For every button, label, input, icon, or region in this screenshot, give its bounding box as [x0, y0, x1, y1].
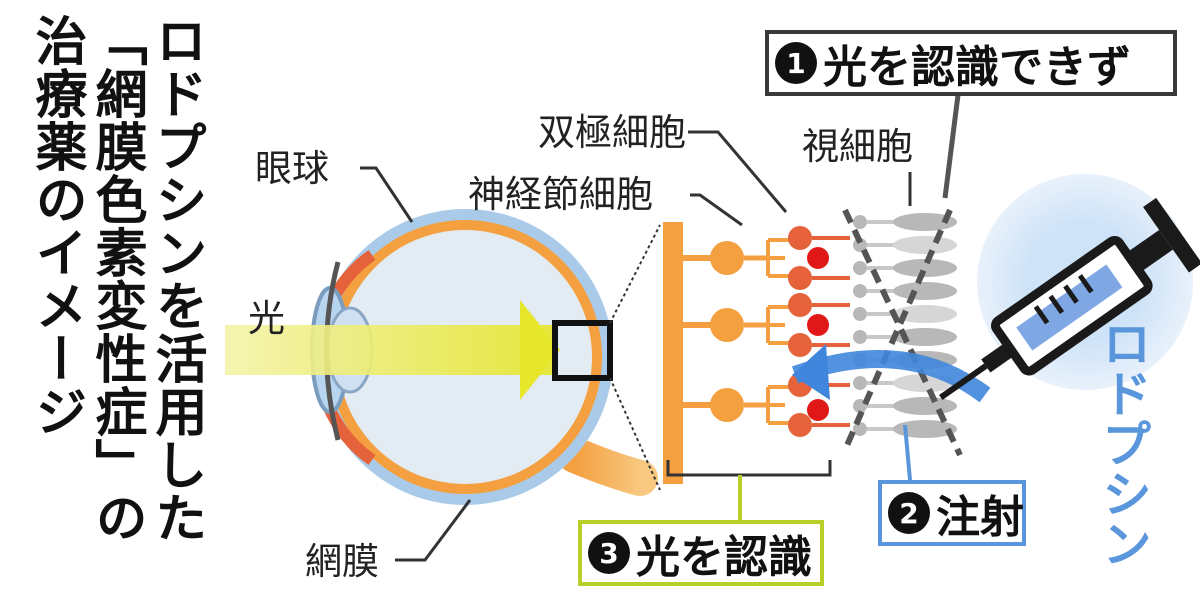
ganglion-cell — [710, 308, 744, 342]
photoreceptor-outer-segment — [893, 420, 957, 438]
bipolar-cell — [788, 266, 812, 290]
step-2-text: 注射 — [936, 492, 1024, 543]
leader-eyeball — [360, 166, 414, 223]
photoreceptor-outer-segment — [893, 305, 957, 323]
photoreceptor-nucleus — [853, 376, 867, 390]
step-number-icon: 2 — [888, 492, 930, 534]
photoreceptor-nucleus — [853, 330, 867, 344]
cross-line-1 — [842, 208, 963, 457]
retinal-cells — [683, 213, 957, 438]
zoom-line-top — [609, 224, 661, 324]
bipolar-cell — [788, 413, 812, 437]
title-line-1: ロドプシンを活用した — [146, 14, 206, 544]
photoreceptor-nucleus — [853, 215, 867, 229]
bipolar-cell — [788, 333, 812, 357]
step-number-icon: 3 — [588, 532, 630, 574]
label-rhodopsin: ロドプシン — [1094, 318, 1152, 568]
leader-step2 — [903, 424, 912, 481]
photoreceptor-outer-segment — [893, 397, 957, 415]
optic-nerve — [557, 437, 658, 496]
step-3-box: 3 光を認識 — [578, 520, 824, 586]
leader-step1 — [942, 94, 961, 199]
step-2-box: 2 注射 — [878, 480, 1026, 546]
step-3-text: 光を認識 — [636, 532, 812, 583]
synapse-fork — [766, 385, 790, 425]
zoom-square — [552, 320, 613, 381]
zoom-line-bottom — [609, 377, 661, 491]
label-ganglion-cell: 神経節細胞 — [468, 173, 653, 216]
syringe-icon — [939, 197, 1200, 400]
photoreceptor-outer-segment — [893, 236, 957, 254]
label-eyeball: 眼球 — [255, 147, 329, 190]
photoreceptor-nucleus — [853, 261, 867, 275]
label-retina: 網膜 — [305, 540, 379, 583]
synapse-fork — [766, 238, 790, 278]
nerve-fiber-bar — [663, 222, 683, 484]
ganglion-cell — [710, 241, 744, 275]
label-bipolar-cell: 双極細胞 — [538, 111, 686, 154]
label-light: 光 — [248, 297, 285, 340]
photoreceptor-signal-dot — [807, 314, 829, 336]
leader-bipolar — [688, 130, 788, 213]
bipolar-cell — [788, 293, 812, 317]
photoreceptor-outer-segment — [893, 259, 957, 277]
title-line-2: 「網膜色素変性症」の — [86, 14, 146, 544]
ganglion-cell — [710, 388, 744, 422]
photoreceptor-nucleus — [853, 307, 867, 321]
photoreceptor-outer-segment — [893, 328, 957, 346]
photoreceptor-outer-segment — [893, 282, 957, 300]
leader-retina — [395, 499, 472, 562]
label-photoreceptor: 視細胞 — [802, 125, 913, 168]
photoreceptor-nucleus — [853, 422, 867, 436]
step-number-icon: 1 — [775, 42, 817, 84]
bracket — [666, 460, 832, 477]
injection-arrow-head — [792, 344, 830, 400]
synapse-fork — [766, 305, 790, 345]
title-line-3: 治療薬のイメージ — [26, 14, 86, 438]
bipolar-cell — [788, 226, 812, 250]
leader-ganglion — [690, 193, 743, 227]
photoreceptor-signal-dot — [807, 247, 829, 269]
photoreceptor-nucleus — [853, 284, 867, 298]
photoreceptor-outer-segment — [893, 213, 957, 231]
light-arrow — [225, 300, 560, 400]
step-1-text: 光を認識できず — [823, 42, 1131, 93]
photoreceptor-signal-dot — [807, 399, 829, 421]
step-1-box: 1 光を認識できず — [765, 30, 1177, 96]
